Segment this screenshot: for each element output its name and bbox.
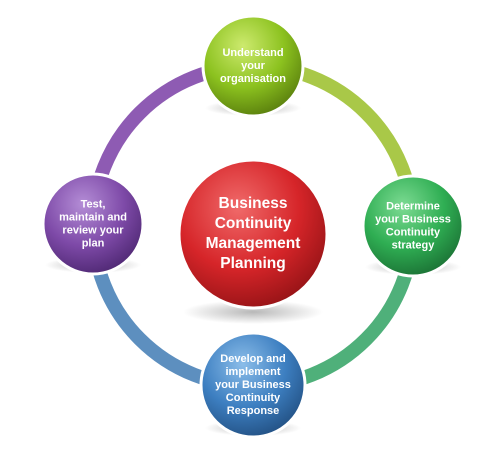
center-text-line: Planning: [220, 255, 285, 272]
text-determine-line: strategy: [392, 239, 436, 251]
text-test-line: Test,: [81, 198, 106, 210]
text-understand-line: organisation: [220, 73, 286, 85]
text-develop-line: Continuity: [226, 392, 281, 404]
text-develop-line: Develop and: [220, 353, 285, 365]
text-test-line: plan: [82, 237, 105, 249]
text-test-line: review your: [62, 224, 124, 236]
center-text-line: Business: [219, 195, 288, 212]
text-understand-line: your: [241, 60, 266, 72]
text-develop-line: your Business: [215, 379, 291, 391]
text-determine-line: Determine: [386, 200, 440, 212]
text-determine-line: Continuity: [386, 226, 441, 238]
text-test-line: maintain and: [59, 211, 127, 223]
text-determine-line: your Business: [375, 213, 451, 225]
center-text-line: Continuity: [215, 215, 292, 232]
text-understand-line: Understand: [222, 47, 283, 59]
text-develop-line: implement: [225, 366, 280, 378]
text-develop-line: Response: [227, 405, 280, 417]
center-text-line: Management: [206, 235, 301, 252]
